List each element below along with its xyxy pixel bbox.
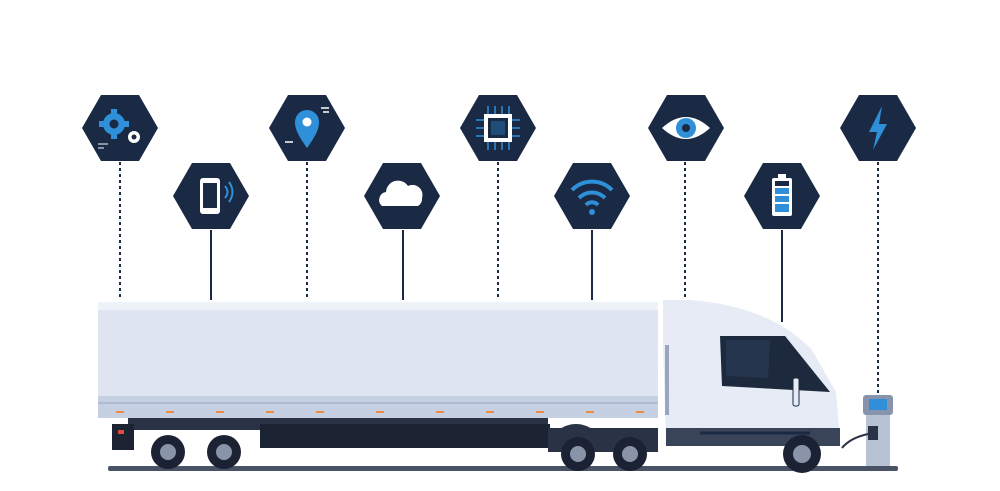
road-line — [108, 466, 898, 471]
location-pin-icon — [269, 95, 345, 161]
trailer-wheels — [151, 435, 241, 469]
cloud-icon — [364, 163, 440, 229]
charging-station — [841, 395, 894, 470]
lightning-bolt-icon — [840, 95, 916, 161]
wifi-icon — [554, 163, 630, 229]
connector-lines — [119, 162, 879, 395]
processor-chip-icon — [460, 95, 536, 161]
battery-icon — [744, 163, 820, 229]
trailer — [98, 302, 658, 450]
cab-wheels — [548, 424, 821, 473]
gears-icon — [82, 95, 158, 161]
eye-sensor-icon — [648, 95, 724, 161]
smartphone-icon — [173, 163, 249, 229]
trailer-side-markers — [116, 411, 644, 413]
